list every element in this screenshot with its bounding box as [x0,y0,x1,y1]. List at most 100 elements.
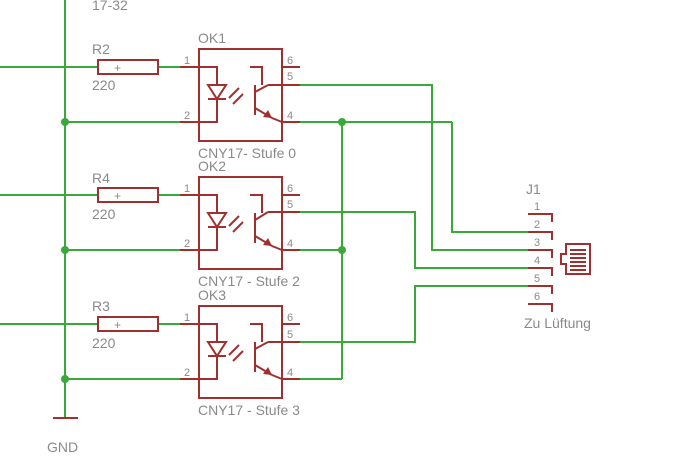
j1-pin-label: 3 [534,237,540,249]
optocoupler-ok1: OK1 1 2 6 5 4 CNY17- Stufe 0 [180,30,300,161]
j1-pin-4 [528,267,553,276]
gnd-symbol: GND [47,417,78,455]
pin-label: 5 [287,329,293,341]
emitter-arrow-icon [263,110,272,118]
emitter-arrow-icon [263,238,272,246]
pin-label: 4 [287,110,293,122]
led-cathode-wire [199,356,218,380]
pin-label: 6 [287,312,293,324]
resistor-value: 220 [92,206,116,222]
ok-name: OK2 [198,158,226,174]
connector-j1: J1 1 2 3 4 5 6 Zu Lüftung [524,181,591,331]
pin-label: 4 [287,238,293,250]
resistor-body [97,316,159,332]
pin-label: 5 [287,71,293,83]
optocoupler-ok2: OK2 1 2 6 5 4 CNY17 - Stufe 2 [180,158,300,289]
emitter-to-pin4 [271,117,283,123]
resistor-body [97,187,159,203]
emitter-arrow-icon [263,367,272,375]
ok-caption: CNY17 - Stufe 3 [198,402,300,418]
led-cathode-wire [199,99,218,123]
j1-pin-label: 1 [534,201,540,213]
j1-pin-label: 6 [534,291,540,303]
optocoupler-ok3: OK3 1 2 6 5 4 CNY17 - Stufe 3 [180,287,300,418]
resistor-body [97,59,159,75]
resistor-plus-mark: + [114,189,121,203]
pin-label: 1 [184,183,190,195]
rj-jack-icon [560,243,591,275]
ok-body [198,176,283,270]
ok-body [198,48,283,142]
emitter-to-pin4 [271,245,283,251]
gnd-label: GND [47,439,78,455]
pin-label: 2 [184,367,190,379]
light-arrow-icon [232,350,244,362]
j1-pin-1 [528,213,553,222]
j1-pin-6 [528,303,553,312]
resistor-name: R2 [92,41,110,57]
ok-name: OK3 [198,287,226,303]
ok-name: OK1 [198,30,226,46]
pin-label: 5 [287,199,293,211]
jack-outline [560,243,591,275]
pin-label: 6 [287,183,293,195]
collector-wire [250,194,263,213]
pin-label: 1 [184,55,190,67]
led-icon [206,341,228,358]
connector-name: J1 [526,181,541,197]
resistor-r2: R2 220 + [92,41,159,93]
wires [0,0,528,418]
j1-pin-2 [528,231,553,240]
connector-caption: Zu Lüftung [524,315,591,331]
junction-dot [61,375,69,383]
collector-wire [250,66,263,85]
transistor-collector [254,341,269,350]
j1-pin-label: 2 [534,219,540,231]
ok3-pin5-to-j1 [300,285,528,343]
pin-label: 2 [184,238,190,250]
led-anode-wire [199,323,218,342]
resistor-r3: R3 220 + [92,298,159,351]
pin-label: 1 [184,312,190,324]
junction-dot [338,118,346,126]
emitter-to-pin4 [271,374,283,380]
light-arrow-icon [228,215,240,227]
light-arrow-icon [228,344,240,356]
light-arrow-icon [232,93,244,105]
resistor-name: R3 [92,298,110,314]
resistor-plus-mark: + [114,61,121,75]
j1-pin-label: 5 [534,273,540,285]
ok-caption: CNY17- Stufe 0 [198,145,296,161]
junction-dot [338,246,346,254]
ok2-pin5-to-j1 [300,211,528,269]
light-arrow-icon [228,87,240,99]
led-anode-wire [199,194,218,213]
bus-to-j1-pin2 [451,122,528,233]
resistor-value: 220 [92,335,116,351]
resistor-name: R4 [92,170,110,186]
j1-pin-3 [528,249,553,258]
junction-dot [61,246,69,254]
led-icon [206,212,228,229]
junctions [61,118,346,383]
collector-wire [250,323,263,342]
led-anode-wire [199,66,218,85]
j1-pin-label: 4 [534,255,540,267]
ok-body [198,305,283,399]
junction-dot [61,118,69,126]
ok1-pin5-to-j1 [300,84,528,251]
led-cathode-wire [199,227,218,251]
resistor-r4: R4 220 + [92,170,159,222]
resistor-value: 220 [92,77,116,93]
transistor-collector [254,211,269,221]
pin-label: 4 [287,367,293,379]
pin-label: 6 [287,55,293,67]
ok-caption: CNY17 - Stufe 2 [198,273,300,289]
pin-label: 2 [184,110,190,122]
resistor-plus-mark: + [114,318,121,332]
led-icon [206,84,228,101]
transistor-collector [254,84,269,93]
top-net-label: 17-32 [92,0,128,13]
